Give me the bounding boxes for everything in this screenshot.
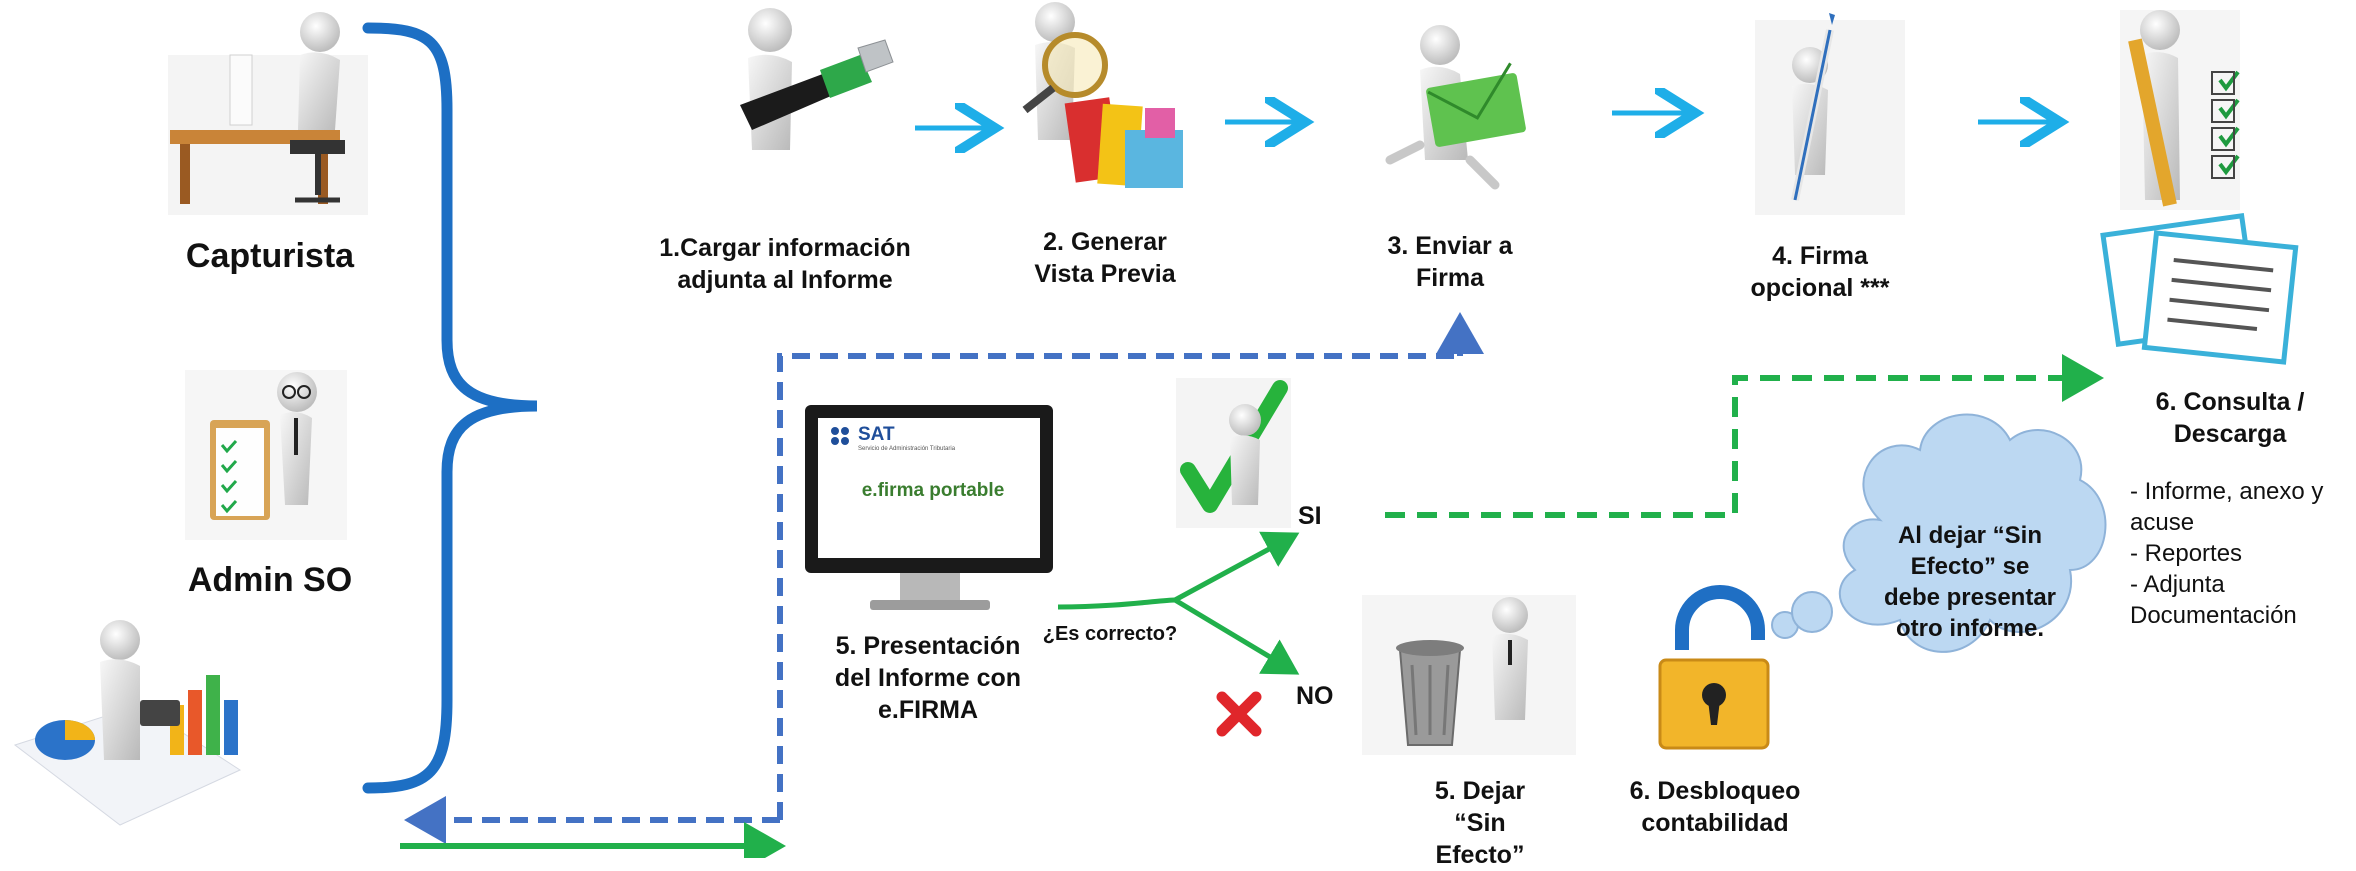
question-label: ¿Es correcto? [1042, 623, 1178, 645]
clipboard-person-icon [185, 370, 347, 540]
answer-no: NO [1296, 682, 1334, 710]
monitor-brand: SAT [858, 424, 895, 445]
role-admin-so: Admin SO [187, 561, 353, 599]
checkmark-person-icon [1176, 378, 1291, 528]
sign-dashed-path [777, 353, 1460, 820]
step-6-consulta-label: 6. Consulta /Descarga [2155, 388, 2305, 448]
magnifier-folders-person-icon [1022, 2, 1183, 188]
role-bracket [362, 22, 538, 794]
checklist-person-icon [2120, 10, 2240, 210]
answer-yes: SI [1298, 502, 1322, 530]
no-arrow [1173, 597, 1300, 675]
decision-branch [1057, 597, 1176, 610]
cross-icon [1216, 691, 1262, 737]
usb-drive-person-icon [740, 8, 894, 150]
monitor-icon [805, 405, 1053, 610]
desk-person-icon [168, 12, 368, 215]
thought-cloud [1771, 413, 2107, 653]
documents-icon [2100, 212, 2299, 365]
pencil-person-icon [1755, 13, 1905, 215]
padlock-icon [1658, 585, 1770, 750]
monitor-brand-sub: Servicio de Administración Tributaria [858, 446, 956, 452]
charts-person-icon [13, 620, 242, 826]
monitor-product: e.firma portable [861, 480, 1005, 501]
trash-person-icon [1362, 595, 1576, 755]
yes-arrow [1173, 531, 1300, 603]
yes-dashed-path [1385, 375, 2085, 518]
role-capturista: Capturista [185, 237, 355, 275]
envelope-person-icon [1385, 25, 1526, 190]
